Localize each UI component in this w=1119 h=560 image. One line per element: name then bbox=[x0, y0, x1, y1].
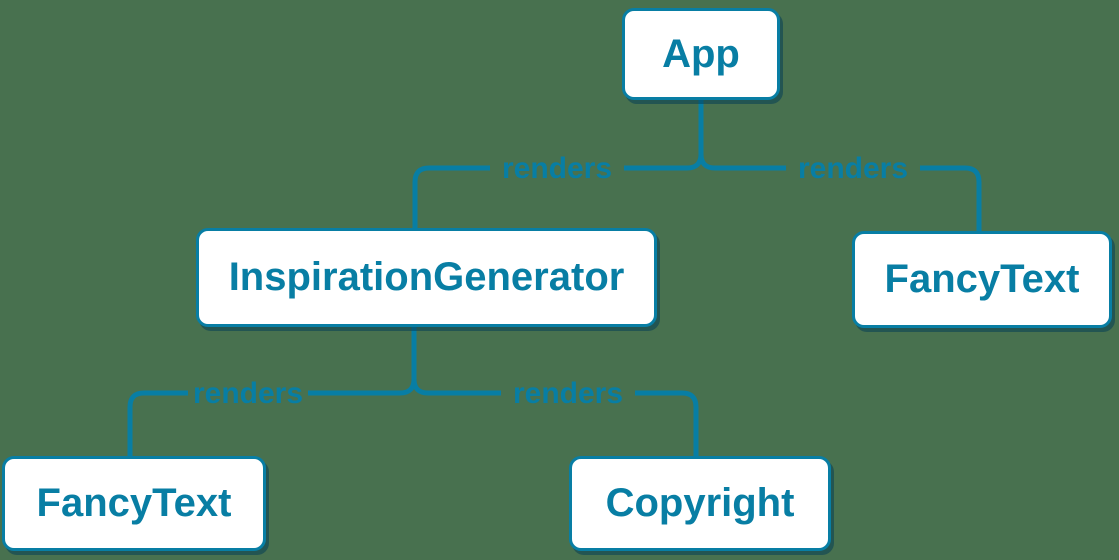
edge-label-text: renders bbox=[798, 152, 908, 185]
edge-label-renders-right-top: renders bbox=[786, 150, 920, 186]
node-label: FancyText bbox=[884, 257, 1080, 301]
edge-label-renders-left-bottom: renders bbox=[188, 375, 308, 411]
edge-label-mask bbox=[490, 150, 624, 186]
edge-label-mask bbox=[501, 375, 635, 411]
node-label: App bbox=[662, 31, 740, 76]
node-fancy-text-top: FancyText bbox=[852, 231, 1112, 328]
edge-label-mask bbox=[786, 150, 920, 186]
edge-label-mask bbox=[188, 375, 308, 411]
node-copyright: Copyright bbox=[569, 456, 831, 551]
node-label: FancyText bbox=[36, 481, 232, 525]
edge-label-text: renders bbox=[513, 377, 623, 410]
edge-label-renders-right-bottom: renders bbox=[501, 375, 635, 411]
edge-label-text: renders bbox=[502, 152, 612, 185]
node-inspiration-generator: InspirationGenerator bbox=[196, 228, 657, 327]
node-fancy-text-bottom: FancyText bbox=[2, 456, 266, 551]
node-label: Copyright bbox=[605, 481, 795, 525]
node-app: App bbox=[622, 8, 780, 100]
edge-label-text: renders bbox=[193, 377, 303, 410]
node-label: InspirationGenerator bbox=[228, 255, 625, 299]
edge-label-renders-left-top: renders bbox=[490, 150, 624, 186]
